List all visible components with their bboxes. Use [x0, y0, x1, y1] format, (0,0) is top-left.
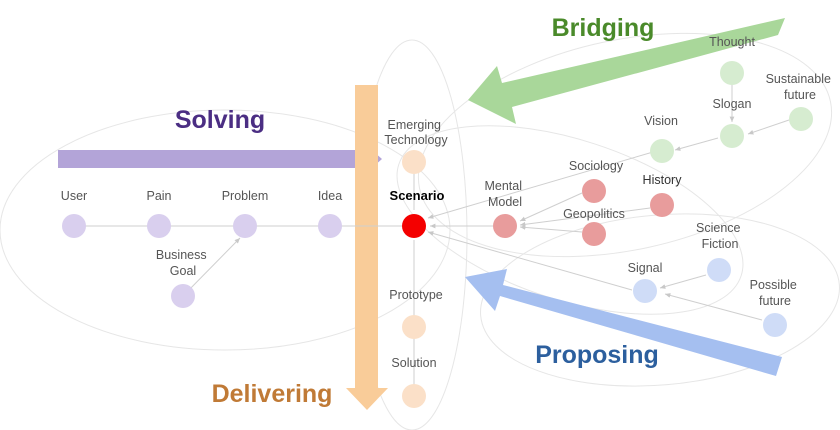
history-node — [650, 193, 674, 217]
signal-label: Signal — [628, 261, 663, 275]
sociology-label: Sociology — [569, 159, 624, 173]
user-node — [62, 214, 86, 238]
sustainable-future-label: Sustainable future — [766, 72, 835, 102]
emerging-technology-label: Emerging Technology — [384, 118, 448, 147]
mental-model-label: Mental Model — [484, 179, 525, 209]
solution-node — [402, 384, 426, 408]
bridging-group-oval — [417, 32, 833, 258]
solving-group-oval — [0, 109, 451, 351]
geopolitics-label: Geopolitics — [563, 207, 625, 221]
business-goal-label: Business Goal — [156, 248, 210, 278]
thought-node — [720, 61, 744, 85]
mental-model-node — [493, 214, 517, 238]
proposing-title: Proposing — [535, 341, 659, 369]
scenario-node — [402, 214, 426, 238]
solving-arrow — [58, 138, 382, 180]
delivering-arrow — [346, 85, 388, 410]
idea-node — [318, 214, 342, 238]
vision-label: Vision — [644, 114, 678, 128]
delivering-title: Delivering — [212, 380, 333, 408]
slogan-label: Slogan — [713, 97, 752, 111]
signal-node — [633, 279, 657, 303]
slogan-node — [720, 124, 744, 148]
sociology-node — [582, 179, 606, 203]
geopolitics-node — [582, 222, 606, 246]
science-fiction-label: Science Fiction — [696, 221, 744, 251]
vision-node — [650, 139, 674, 163]
emerging-technology-node — [402, 150, 426, 174]
bridging-arrow — [468, 18, 785, 124]
user-label: User — [61, 189, 87, 203]
proposing-arrow — [465, 269, 782, 376]
sustainable-future-node — [789, 107, 813, 131]
business-goal-node — [171, 284, 195, 308]
possible-future-label: Possible future — [750, 278, 801, 308]
scenario-label: Scenario — [390, 188, 445, 203]
pain-node — [147, 214, 171, 238]
pain-label: Pain — [146, 189, 171, 203]
prototype-label: Prototype — [389, 288, 443, 302]
possible-future-node — [763, 313, 787, 337]
prototype-node — [402, 315, 426, 339]
solving-title: Solving — [175, 106, 265, 134]
solution-label: Solution — [391, 356, 436, 370]
problem-label: Problem — [222, 189, 269, 203]
history-label: History — [643, 173, 683, 187]
thought-label: Thought — [709, 35, 755, 49]
problem-node — [233, 214, 257, 238]
bridging-title: Bridging — [552, 14, 655, 42]
science-fiction-node — [707, 258, 731, 282]
proposing-group-oval — [480, 213, 840, 387]
idea-label: Idea — [318, 189, 342, 203]
